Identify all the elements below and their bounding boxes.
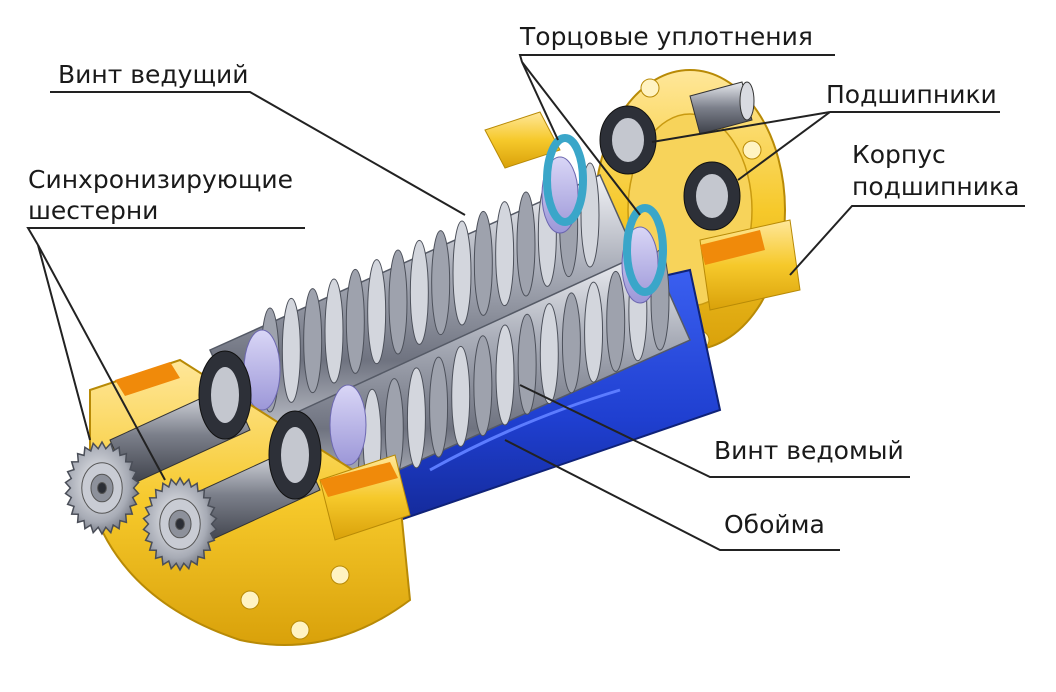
label-sync-gears-line1: Синхронизирующие bbox=[28, 165, 294, 194]
label-cage: Обойма bbox=[724, 510, 825, 539]
screw-thread-disc bbox=[281, 297, 301, 403]
screw-thread-disc bbox=[431, 230, 451, 336]
screw-thread-disc bbox=[367, 259, 387, 365]
screw-thread-disc bbox=[409, 239, 429, 345]
gear-hub bbox=[175, 517, 185, 531]
screw-thread-disc bbox=[495, 324, 515, 426]
screw-thread-disc bbox=[451, 345, 471, 447]
label-bearings: Подшипники bbox=[826, 80, 997, 109]
label-housing-line2: подшипника bbox=[852, 172, 1020, 201]
screw-thread-disc bbox=[473, 210, 493, 316]
housing-frame bbox=[484, 111, 801, 311]
screw-thread-disc bbox=[303, 288, 323, 394]
label-housing-line1: Корпус bbox=[852, 140, 946, 169]
leader-end-seals bbox=[518, 54, 835, 63]
screw-thread-disc bbox=[452, 220, 472, 326]
screw-thread-disc bbox=[388, 249, 408, 355]
leader-sync-gears bbox=[26, 227, 305, 246]
drive-shaft bbox=[689, 81, 755, 135]
leader-lines bbox=[26, 54, 1025, 551]
screw-thread-disc bbox=[561, 292, 581, 394]
screw-thread-disc bbox=[345, 268, 365, 374]
screw-thread-disc bbox=[406, 367, 426, 469]
leader-driven-screw bbox=[519, 384, 910, 478]
screw-thread-disc bbox=[473, 335, 493, 437]
label-drive-screw: Винт ведущий bbox=[58, 60, 249, 89]
leader-cage bbox=[504, 439, 840, 551]
end-seals bbox=[543, 134, 667, 296]
screw-thread-disc bbox=[606, 270, 626, 372]
label-sync-gears-line2: шестерни bbox=[28, 196, 159, 225]
driven-screw-threads bbox=[340, 249, 670, 501]
leader-drive-screw bbox=[50, 91, 466, 216]
label-driven-screw: Винт ведомый bbox=[714, 436, 904, 465]
label-end-seals: Торцовые уплотнения bbox=[520, 22, 813, 51]
gear-hub bbox=[97, 481, 107, 495]
screw-thread-disc bbox=[539, 303, 559, 405]
screw-thread-disc bbox=[324, 278, 344, 384]
screw-thread-disc bbox=[584, 281, 604, 383]
screw-thread-disc bbox=[495, 201, 515, 307]
screw-thread-disc bbox=[517, 313, 537, 415]
screw-thread-disc bbox=[429, 356, 449, 458]
right-bearings bbox=[599, 105, 741, 231]
leader-housing bbox=[789, 205, 1025, 276]
synchronizing-gears bbox=[64, 440, 218, 572]
screw-thread-disc bbox=[516, 191, 536, 297]
